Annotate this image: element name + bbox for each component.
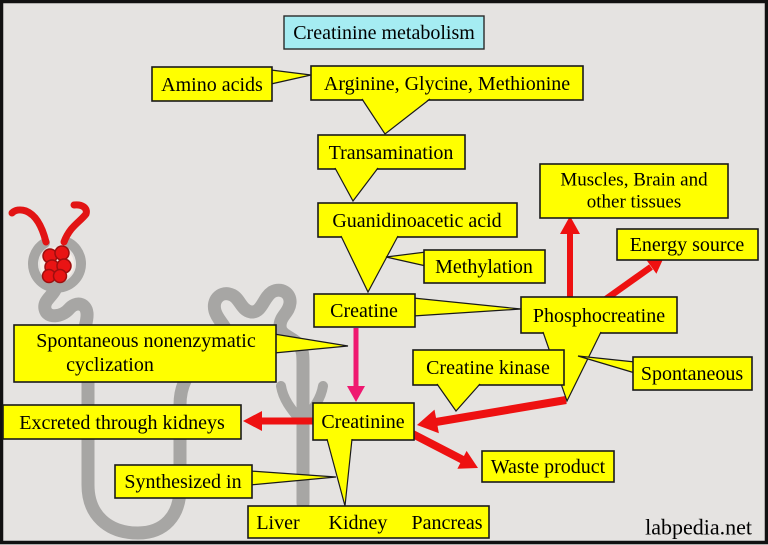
- glomerulus: [41, 245, 72, 284]
- amino-acids-label: Amino acids: [161, 74, 263, 96]
- afferent-arteriole: [8, 206, 50, 246]
- node-cyclization: Spontaneous nonenzymatic cyclization: [13, 324, 349, 383]
- collecting-duct-branch-left: [276, 381, 305, 425]
- cyclization-label-line2: cyclization: [66, 354, 154, 376]
- arrowhead-to-excreted: [243, 411, 262, 431]
- methylation-label: Methylation: [435, 256, 533, 278]
- arrowhead-to-energy: [645, 257, 664, 274]
- phosphocreatine-label: Phosphocreatine: [533, 305, 665, 327]
- transamination-label: Transamination: [329, 142, 454, 164]
- node-methylation: Methylation: [385, 249, 546, 284]
- node-arginine: Arginine, Glycine, Methionine: [310, 65, 584, 135]
- organ-kidney-label: Kidney: [329, 512, 388, 534]
- guanidinoacetic-label: Guanidinoacetic acid: [332, 210, 501, 232]
- arrowhead-to-creatinine: [347, 386, 365, 402]
- node-title: Creatinine metabolism: [283, 15, 485, 50]
- node-phosphocreatine: Phosphocreatine: [520, 296, 678, 403]
- arrow-phosphocreatine-to-creatinine: [435, 396, 567, 426]
- creatine-kinase-label: Creatine kinase: [426, 357, 550, 379]
- node-transamination: Transamination: [317, 134, 466, 203]
- node-spontaneous: Spontaneous: [577, 355, 753, 391]
- excreted-label: Excreted through kidneys: [19, 412, 225, 434]
- node-creatine: Creatine: [313, 293, 522, 328]
- node-waste-product: Waste product: [481, 450, 615, 483]
- node-guanidinoacetic: Guanidinoacetic acid: [317, 202, 518, 294]
- bowmans-capsule: [28, 238, 86, 293]
- creatinine-label: Creatinine: [321, 411, 404, 433]
- waste-product-label: Waste product: [491, 456, 606, 478]
- spontaneous-label: Spontaneous: [641, 363, 743, 385]
- node-energy-source: Energy source: [616, 228, 759, 261]
- node-creatinine: Creatinine: [312, 402, 415, 507]
- watermark-label: labpedia.net: [645, 515, 752, 540]
- arrow-phosphocreatine-to-energy: [604, 264, 653, 302]
- arrowhead-to-waste: [457, 450, 478, 469]
- creatine-label: Creatine: [330, 300, 398, 322]
- arrowhead-phospho-to-creatinine: [417, 409, 439, 434]
- muscles-label-line2: other tissues: [587, 192, 681, 213]
- energy-source-label: Energy source: [630, 234, 745, 256]
- synthesized-in-label: Synthesized in: [124, 471, 241, 493]
- node-synthesized-in: Synthesized in: [114, 464, 337, 499]
- organ-pancreas-label: Pancreas: [411, 512, 482, 534]
- cyclization-label-line1: Spontaneous nonenzymatic: [36, 330, 256, 352]
- efferent-arteriole: [60, 201, 90, 246]
- organ-liver-label: Liver: [256, 512, 300, 534]
- node-muscles: Muscles, Brain and other tissues: [539, 163, 729, 219]
- arrowhead-to-muscles: [560, 216, 580, 234]
- title-label: Creatinine metabolism: [293, 22, 475, 44]
- arginine-label: Arginine, Glycine, Methionine: [324, 73, 570, 95]
- node-organs: Liver Kidney Pancreas: [247, 505, 490, 539]
- muscles-label-line1: Muscles, Brain and: [560, 170, 708, 191]
- node-amino-acids: Amino acids: [151, 66, 312, 102]
- node-creatine-kinase: Creatine kinase: [412, 349, 565, 412]
- diagram-boxes: Creatinine metabolism Arginine, Glycine,…: [2, 15, 759, 539]
- node-excreted: Excreted through kidneys: [2, 404, 242, 440]
